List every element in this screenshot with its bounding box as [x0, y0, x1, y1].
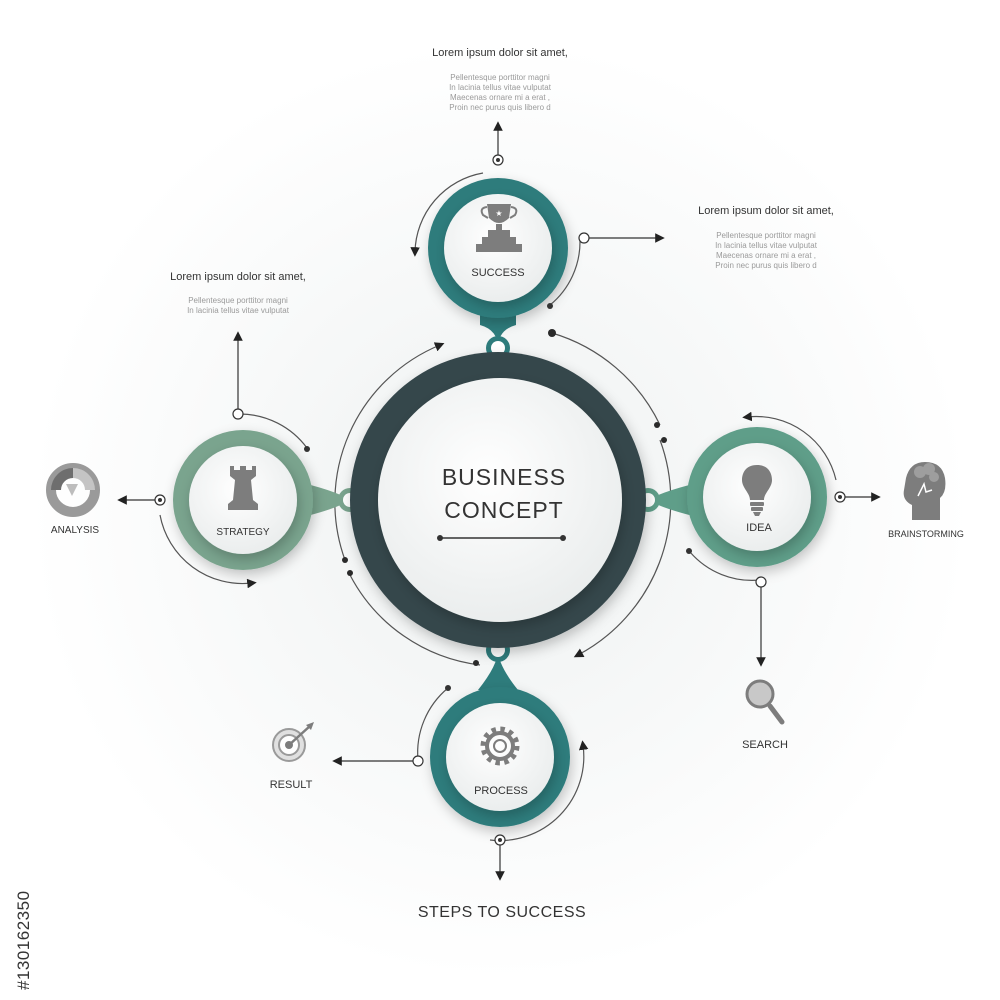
strategy-orbit [159, 413, 308, 589]
text-block-left: Lorem ipsum dolor sit amet, Pellentesque… [170, 271, 306, 315]
center-title-line1: BUSINESS [442, 464, 566, 490]
text-top-line: Pellentesque porttitor magni [450, 73, 550, 82]
text-top-line: Proin nec purus quis libero d [449, 103, 550, 112]
text-top-line: Maecenas ornare mi a erat , [450, 93, 550, 102]
node-process[interactable]: PROCESS [430, 687, 570, 827]
gear-icon [480, 726, 520, 766]
target-icon [272, 722, 314, 762]
success-label: SUCCESS [471, 267, 524, 279]
pie-chart-icon [46, 463, 100, 517]
strategy-label: STRATEGY [216, 527, 269, 538]
node-strategy[interactable]: STRATEGY [173, 430, 313, 570]
text-top-title: Lorem ipsum dolor sit amet, [432, 47, 568, 59]
center-title-line2: CONCEPT [444, 497, 563, 523]
trophy-icon: ★ [476, 204, 522, 252]
head-brain-icon [903, 462, 946, 520]
central-hub: BUSINESS CONCEPT [350, 352, 646, 648]
result-label: RESULT [270, 779, 313, 791]
idea-label: IDEA [746, 522, 772, 534]
connector-arcs [334, 332, 672, 666]
text-block-top: Lorem ipsum dolor sit amet, Pellentesque… [432, 47, 568, 112]
text-left-line: Pellentesque porttitor magni [188, 296, 288, 305]
text-right-line: Pellentesque porttitor magni [716, 231, 816, 240]
text-left-line: In lacinia tellus vitae vulputat [187, 306, 290, 315]
central-disc [378, 378, 622, 622]
analysis-label: ANALYSIS [51, 525, 99, 536]
stock-id: #130162350 [14, 890, 33, 990]
success-orbit [410, 172, 581, 306]
chess-rook-icon [228, 466, 258, 510]
text-right-line: Proin nec purus quis libero d [715, 261, 816, 270]
text-left-title: Lorem ipsum dolor sit amet, [170, 271, 306, 283]
process-orbit [417, 687, 589, 842]
magnifier-icon [745, 679, 785, 725]
text-right-line: Maecenas ornare mi a erat , [716, 251, 816, 260]
brainstorming-label: BRAINSTORMING [888, 529, 964, 539]
process-stem [478, 650, 518, 690]
process-label: PROCESS [474, 785, 528, 797]
text-top-line: In lacinia tellus vitae vulputat [449, 83, 552, 92]
search-label: SEARCH [742, 739, 788, 751]
text-right-line: In lacinia tellus vitae vulputat [715, 241, 818, 250]
svg-text:★: ★ [495, 209, 502, 218]
success-stem-hole [491, 341, 505, 355]
node-idea[interactable]: IDEA [687, 427, 827, 567]
connector-dots [342, 329, 667, 666]
text-right-title: Lorem ipsum dolor sit amet, [698, 205, 834, 217]
node-success[interactable]: ★ SUCCESS [428, 178, 568, 318]
text-block-right: Lorem ipsum dolor sit amet, Pellentesque… [698, 205, 834, 270]
lightbulb-icon [742, 465, 772, 516]
footer-title: STEPS TO SUCCESS [418, 904, 586, 921]
idea-orbit [689, 411, 837, 581]
